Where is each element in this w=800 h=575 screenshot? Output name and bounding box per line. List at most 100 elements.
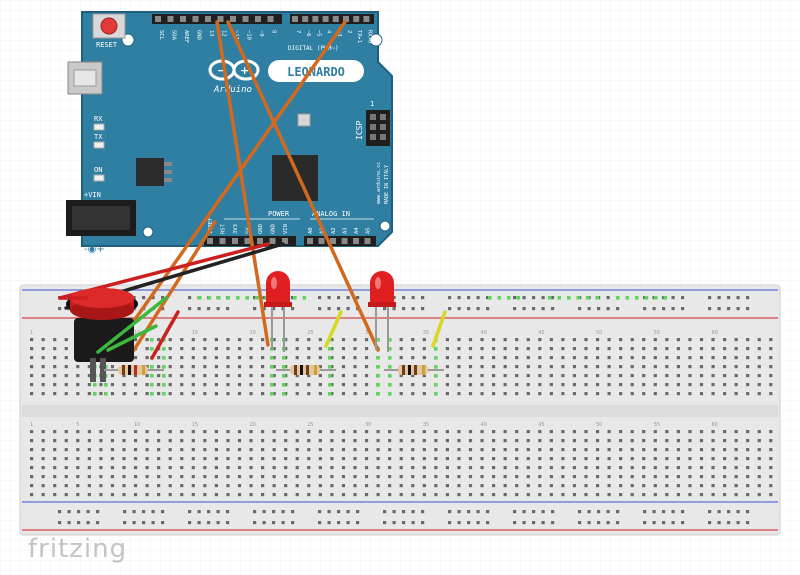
rail-hole — [486, 307, 490, 311]
breadboard-hole — [769, 383, 773, 387]
breadboard-hole — [595, 392, 600, 396]
breadboard-hole — [584, 466, 588, 470]
rail-hole — [513, 296, 517, 300]
model-name: LEONARDO — [287, 65, 345, 79]
connected-hole — [162, 356, 166, 360]
rail-hole — [346, 510, 350, 514]
connected-hole — [93, 383, 97, 387]
breadboard-hole — [468, 493, 473, 497]
breadboard-hole — [318, 383, 322, 387]
breadboard-hole — [549, 383, 553, 387]
header-pin — [255, 16, 261, 22]
breadboard-hole — [422, 457, 426, 461]
connected-hole — [150, 347, 154, 351]
breadboard-hole — [595, 439, 600, 443]
breadboard-hole — [572, 430, 577, 434]
rail-hole — [197, 521, 201, 525]
breadboard-hole — [364, 356, 369, 360]
header-pin — [155, 16, 161, 22]
breadboard-hole — [180, 430, 184, 434]
breadboard-hole — [434, 448, 438, 452]
breadboard-hole — [87, 374, 91, 378]
breadboard-hole — [76, 365, 80, 369]
column-number: 15 — [192, 330, 198, 336]
breadboard-hole — [630, 475, 634, 479]
breadboard-hole — [411, 475, 415, 479]
svg-text:−: − — [217, 64, 226, 77]
breadboard-hole — [746, 448, 750, 452]
breadboard-hole — [214, 338, 218, 342]
breadboard-hole — [503, 338, 507, 342]
breadboard-hole — [711, 457, 715, 461]
breadboard-hole — [711, 466, 715, 470]
breadboard-hole — [261, 484, 265, 488]
breadboard-hole — [41, 493, 45, 497]
rail-hole — [346, 521, 350, 525]
breadboard-hole — [168, 338, 172, 342]
connected-hole — [434, 365, 438, 369]
breadboard-hole — [723, 493, 727, 497]
breadboard-hole — [549, 392, 553, 396]
breadboard-hole — [53, 475, 57, 479]
breadboard-hole — [422, 439, 426, 443]
rail-hole — [226, 510, 230, 514]
breadboard-hole — [607, 493, 611, 497]
breadboard-hole — [422, 356, 426, 360]
breadboard-hole — [203, 466, 207, 470]
breadboard-hole — [595, 374, 600, 378]
breadboard-hole — [630, 439, 634, 443]
breadboard-hole — [168, 484, 172, 488]
breadboard-hole — [653, 347, 657, 351]
breadboard-hole — [237, 475, 242, 479]
header-pin — [242, 16, 249, 22]
breadboard-hole — [630, 493, 634, 497]
breadboard-hole — [191, 430, 195, 434]
breadboard-hole — [723, 374, 727, 378]
breadboard-hole — [526, 493, 530, 497]
breadboard-hole — [411, 383, 415, 387]
wire-yellow-2 — [431, 310, 447, 348]
reset-button[interactable] — [92, 13, 126, 39]
breadboard-hole — [642, 439, 646, 443]
breadboard-hole — [734, 439, 738, 443]
breadboard-hole — [157, 466, 161, 470]
rail-hole — [318, 521, 322, 525]
breadboard-hole — [284, 430, 288, 434]
breadboard-hole — [653, 383, 657, 387]
breadboard-hole — [549, 466, 553, 470]
breadboard-hole — [214, 484, 218, 488]
breadboard-hole — [341, 439, 346, 443]
breadboard-hole — [480, 365, 484, 369]
rail-hole — [541, 296, 545, 300]
breadboard-hole — [411, 448, 415, 452]
connected-hole — [434, 383, 438, 387]
breadboard-hole — [468, 383, 473, 387]
breadboard-hole — [295, 475, 299, 479]
breadboard-hole — [492, 493, 496, 497]
breadboard-hole — [642, 383, 646, 387]
breadboard-hole — [711, 430, 715, 434]
breadboard-hole — [284, 439, 288, 443]
breadboard-hole — [341, 356, 346, 360]
breadboard-hole — [538, 493, 542, 497]
rail-hole — [486, 521, 490, 525]
breadboard-hole — [757, 356, 761, 360]
breadboard-hole — [699, 392, 704, 396]
breadboard-hole — [261, 475, 265, 479]
rail-hole — [551, 510, 555, 514]
breadboard-hole — [76, 430, 80, 434]
rail-hole — [161, 521, 165, 525]
breadboard-hole — [630, 356, 634, 360]
rail-hole — [253, 296, 257, 300]
breadboard-hole — [30, 374, 34, 378]
breadboard-hole — [53, 347, 57, 351]
breadboard-hole — [157, 484, 161, 488]
breadboard-hole — [191, 365, 195, 369]
breadboard-hole — [133, 484, 138, 488]
rail-hole — [551, 296, 555, 300]
rail-hole — [746, 296, 750, 300]
model-badge — [268, 60, 364, 82]
breadboard-hole — [480, 347, 484, 351]
breadboard-hole — [41, 338, 45, 342]
rail-hole — [476, 307, 480, 311]
